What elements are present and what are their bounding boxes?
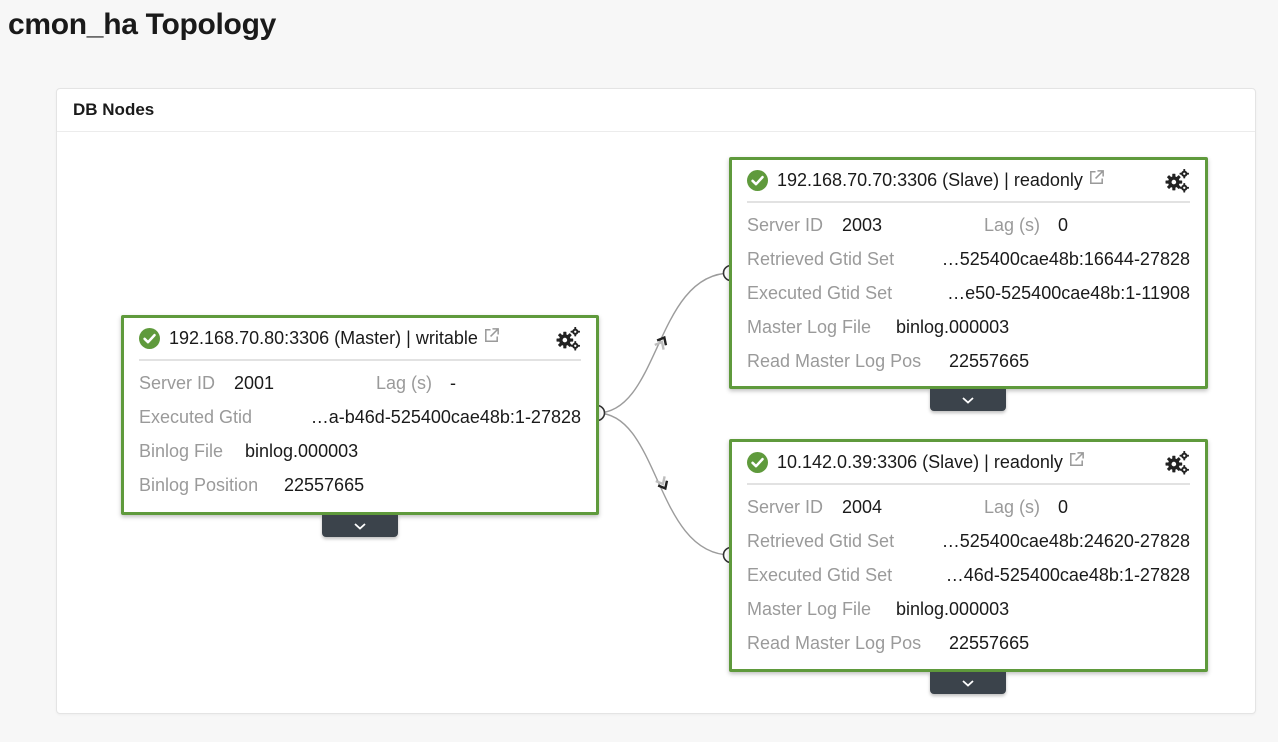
value: 2001 xyxy=(234,373,275,393)
label: Executed Gtid Set xyxy=(747,283,893,303)
value: 22557665 xyxy=(949,351,1030,371)
slave-row-server-id: Server ID 2003 Lag (s) 0 xyxy=(747,208,1190,242)
value: binlog.000003 xyxy=(896,317,1010,337)
panel-title: DB Nodes xyxy=(57,89,1255,132)
label: Retrieved Gtid Set xyxy=(747,249,895,269)
check-circle-icon xyxy=(747,452,768,473)
master-row-binlog-file: Binlog File binlog.000003 xyxy=(139,434,581,468)
label: Lag (s) xyxy=(984,215,1041,235)
gears-icon[interactable] xyxy=(1165,168,1190,193)
value: binlog.000003 xyxy=(896,599,1010,619)
slave-row-read-master-log-pos: Read Master Log Pos 22557665 xyxy=(747,344,1190,378)
master-row-binlog-position: Binlog Position 22557665 xyxy=(139,468,581,502)
slave-2-expand-button[interactable] xyxy=(930,672,1006,694)
value: 22557665 xyxy=(949,633,1030,653)
chevron-down-icon xyxy=(354,523,366,530)
slave-1-expand-button[interactable] xyxy=(930,389,1006,411)
external-link-icon[interactable] xyxy=(1067,450,1086,469)
value: …46d-525400cae48b:1-27828 xyxy=(945,565,1190,585)
label: Master Log File xyxy=(747,599,872,619)
slave-row-master-log-file: Master Log File binlog.000003 xyxy=(747,592,1190,626)
chevron-down-icon xyxy=(962,680,974,687)
slave-row-read-master-log-pos: Read Master Log Pos 22557665 xyxy=(747,626,1190,660)
label: Read Master Log Pos xyxy=(747,633,922,653)
value: …525400cae48b:16644-27828 xyxy=(941,249,1190,269)
label: Lag (s) xyxy=(376,373,433,393)
slave-node-header: 10.142.0.39:3306 (Slave) | readonly xyxy=(747,442,1190,485)
label: Server ID xyxy=(747,215,824,235)
gears-icon[interactable] xyxy=(556,326,581,351)
slave-row-master-log-file: Master Log File binlog.000003 xyxy=(747,310,1190,344)
master-row-server-id: Server ID 2001 Lag (s) - xyxy=(139,366,581,400)
value: 2003 xyxy=(842,215,883,235)
label: Executed Gtid Set xyxy=(747,565,893,585)
check-circle-icon xyxy=(747,170,768,191)
label: Retrieved Gtid Set xyxy=(747,531,895,551)
value: - xyxy=(450,373,456,393)
value: 22557665 xyxy=(284,475,365,495)
slave-node-title: 192.168.70.70:3306 (Slave) | readonly xyxy=(777,170,1083,190)
slave-row-executed-gtid: Executed Gtid Set …46d-525400cae48b:1-27… xyxy=(747,558,1190,592)
slave-row-server-id: Server ID 2004 Lag (s) 0 xyxy=(747,490,1190,524)
label: Binlog Position xyxy=(139,475,259,495)
label: Server ID xyxy=(747,497,824,517)
master-node[interactable]: 192.168.70.80:3306 (Master) | writable S… xyxy=(121,315,599,515)
value: 2004 xyxy=(842,497,883,517)
label: Master Log File xyxy=(747,317,872,337)
slave-node-header: 192.168.70.70:3306 (Slave) | readonly xyxy=(747,160,1190,203)
slave-node-1[interactable]: 192.168.70.70:3306 (Slave) | readonly Se… xyxy=(729,157,1208,389)
label: Read Master Log Pos xyxy=(747,351,922,371)
label: Lag (s) xyxy=(984,497,1041,517)
external-link-icon[interactable] xyxy=(1087,168,1106,187)
slave-row-retrieved-gtid: Retrieved Gtid Set …525400cae48b:24620-2… xyxy=(747,524,1190,558)
slave-node-2[interactable]: 10.142.0.39:3306 (Slave) | readonly Serv… xyxy=(729,439,1208,672)
label: Binlog File xyxy=(139,441,224,461)
master-row-executed-gtid: Executed Gtid …a-b46d-525400cae48b:1-278… xyxy=(139,400,581,434)
chevron-down-icon xyxy=(962,397,974,404)
value: …a-b46d-525400cae48b:1-27828 xyxy=(310,407,581,427)
master-node-title: 192.168.70.80:3306 (Master) | writable xyxy=(169,328,478,348)
check-circle-icon xyxy=(139,328,160,349)
label: Server ID xyxy=(139,373,216,393)
value: 0 xyxy=(1058,497,1069,517)
master-expand-button[interactable] xyxy=(322,515,398,537)
external-link-icon[interactable] xyxy=(482,326,501,345)
slave-node-title: 10.142.0.39:3306 (Slave) | readonly xyxy=(777,452,1063,472)
gears-icon[interactable] xyxy=(1165,450,1190,475)
master-node-header: 192.168.70.80:3306 (Master) | writable xyxy=(139,318,581,361)
value: …e50-525400cae48b:1-11908 xyxy=(947,283,1190,303)
value: …525400cae48b:24620-27828 xyxy=(941,531,1190,551)
slave-row-executed-gtid: Executed Gtid Set …e50-525400cae48b:1-11… xyxy=(747,276,1190,310)
page-title: cmon_ha Topology xyxy=(8,8,276,41)
value: 0 xyxy=(1058,215,1069,235)
value: binlog.000003 xyxy=(245,441,359,461)
label: Executed Gtid xyxy=(139,407,253,427)
slave-row-retrieved-gtid: Retrieved Gtid Set …525400cae48b:16644-2… xyxy=(747,242,1190,276)
